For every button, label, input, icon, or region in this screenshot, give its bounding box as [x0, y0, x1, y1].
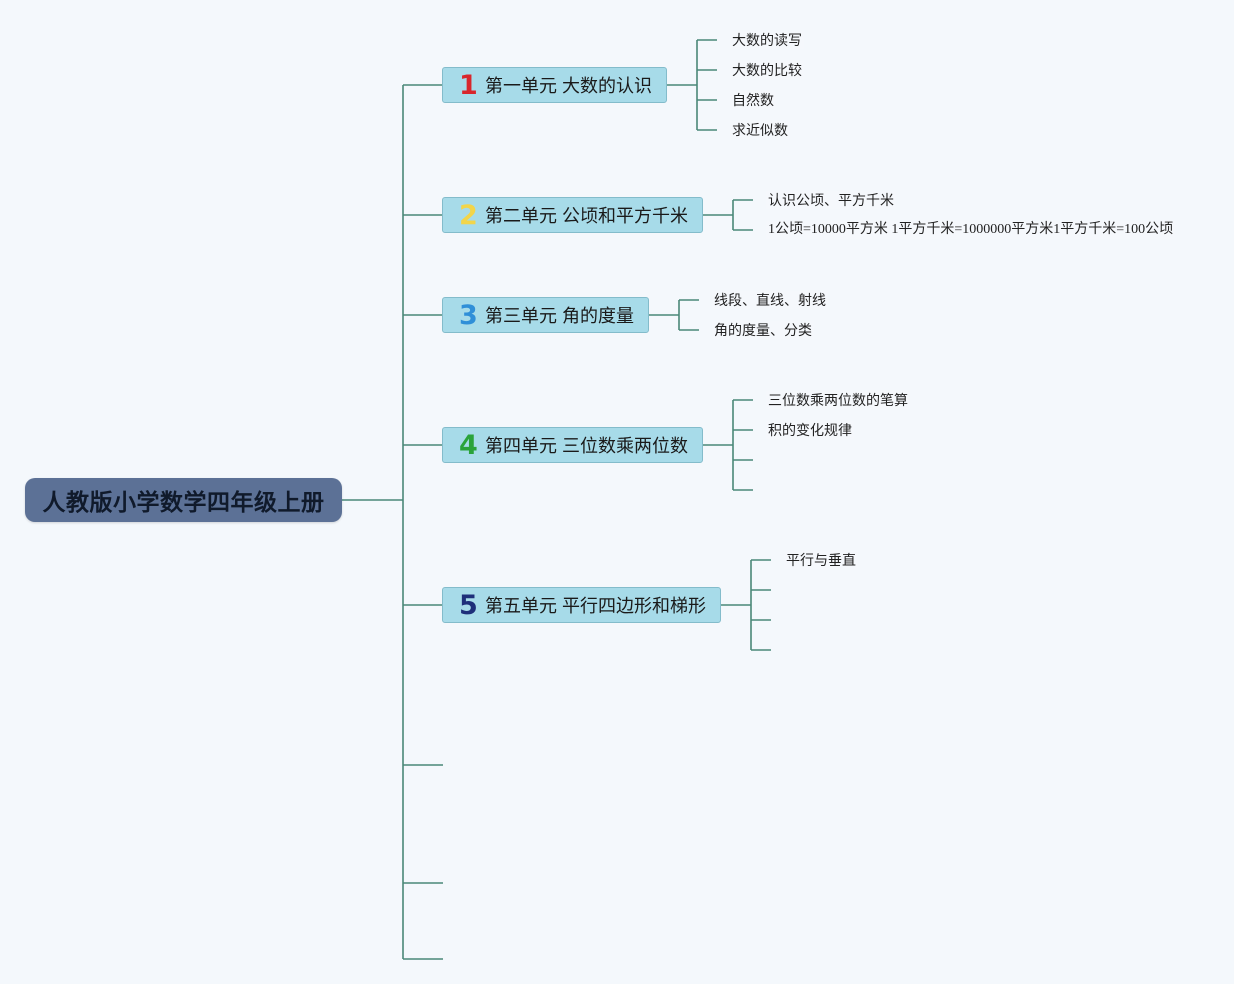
topic-4-2[interactable]: 积的变化规律 [766, 421, 854, 439]
unit-label-5: 第五单元 平行四边形和梯形 [485, 596, 706, 616]
unit-label-3: 第三单元 角的度量 [485, 306, 635, 326]
topic-2-2[interactable]: 1公顷=10000平方米 1平方千米=1000000平方米1平方千米=100公顷 [766, 221, 1176, 239]
topic-4-1[interactable]: 三位数乘两位数的笔算 [766, 391, 910, 409]
unit-number-4: 4 [459, 429, 478, 461]
topic-3-1[interactable]: 线段、直线、射线 [712, 291, 828, 309]
unit-label-1: 第一单元 大数的认识 [485, 76, 653, 96]
topic-5-1[interactable]: 平行与垂直 [784, 551, 858, 569]
unit-node-5[interactable]: 5 第五单元 平行四边形和梯形 [442, 587, 721, 623]
unit-node-2[interactable]: 2 第二单元 公顷和平方千米 [442, 197, 703, 233]
root-topic-label: 人教版小学数学四年级上册 [42, 489, 325, 515]
unit-node-1[interactable]: 1 第一单元 大数的认识 [442, 67, 667, 103]
topic-1-3[interactable]: 自然数 [730, 91, 776, 109]
unit-label-2: 第二单元 公顷和平方千米 [485, 206, 688, 226]
unit-number-3: 3 [459, 299, 478, 331]
topic-1-4[interactable]: 求近似数 [730, 121, 790, 139]
topic-3-2[interactable]: 角的度量、分类 [712, 321, 814, 339]
unit-label-4: 第四单元 三位数乘两位数 [485, 436, 688, 456]
root-topic[interactable]: 人教版小学数学四年级上册 [25, 478, 342, 522]
unit-node-3[interactable]: 3 第三单元 角的度量 [442, 297, 649, 333]
unit-node-4[interactable]: 4 第四单元 三位数乘两位数 [442, 427, 703, 463]
unit-number-2: 2 [459, 199, 478, 231]
topic-1-1[interactable]: 大数的读写 [730, 31, 804, 49]
unit-number-1: 1 [459, 69, 478, 101]
unit-number-5: 5 [459, 589, 478, 621]
topic-1-2[interactable]: 大数的比较 [730, 61, 804, 79]
topic-2-1[interactable]: 认识公顷、平方千米 [766, 191, 896, 209]
